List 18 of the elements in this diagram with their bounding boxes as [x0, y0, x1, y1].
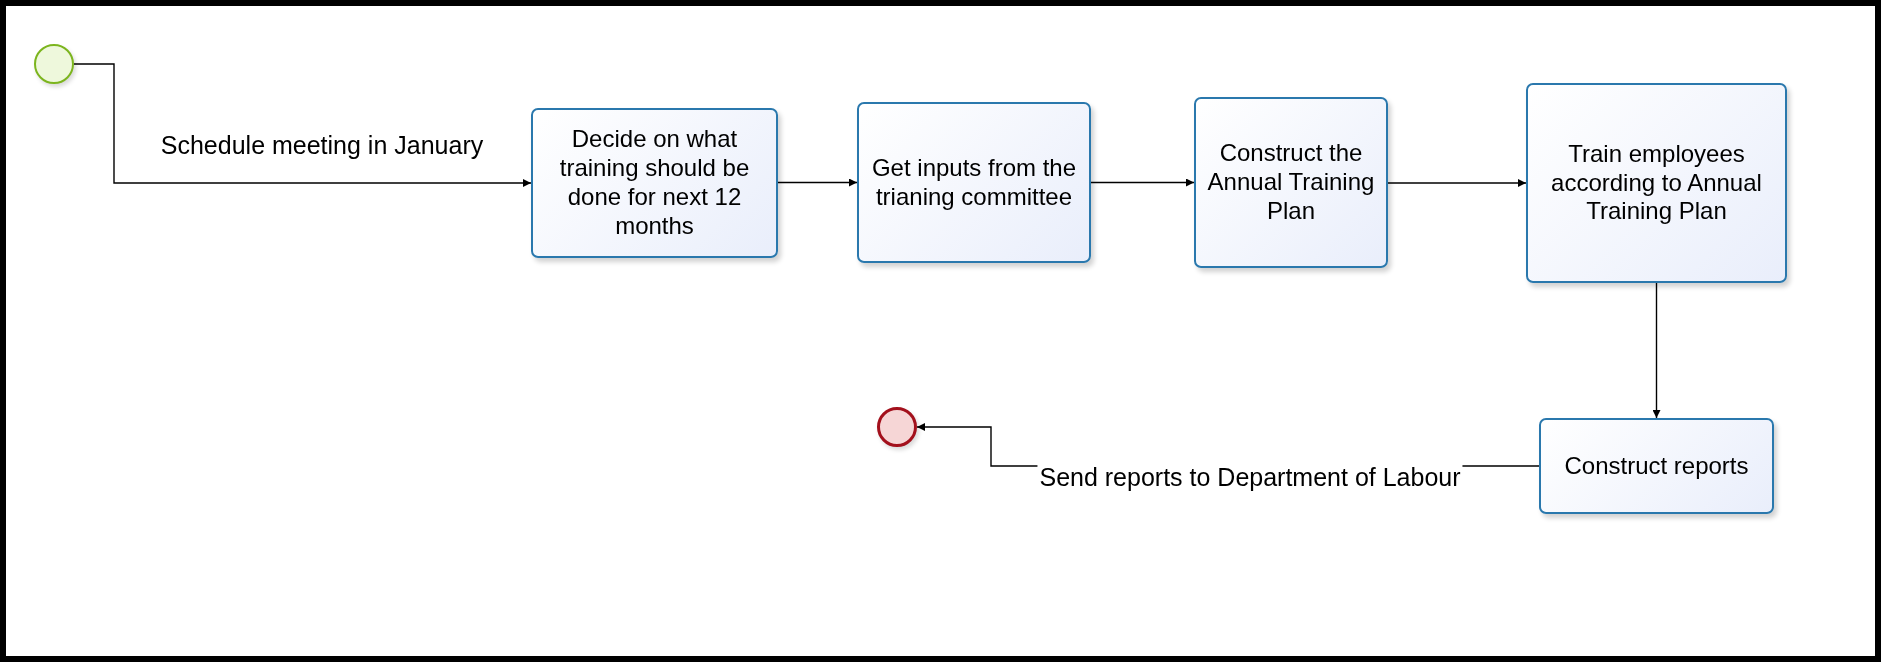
process-box [531, 108, 778, 258]
process-label: Decide on what training should be done for next 12 months [558, 125, 751, 241]
connector-arrow [777, 178, 858, 187]
process-label: Construct reports [1564, 451, 1749, 481]
connector-arrow [73, 63, 532, 187]
process-label: Construct the Annual Training Plan [1206, 139, 1376, 226]
process-box [1194, 97, 1388, 268]
connector-arrow [1090, 178, 1195, 187]
start-event-circle [34, 44, 74, 84]
process-box [1526, 83, 1787, 283]
connector-arrow [1387, 179, 1527, 187]
process-label: Train employees according to Annual Training Plan [1550, 139, 1763, 227]
end-event-circle [877, 407, 917, 447]
process-box [1539, 418, 1774, 514]
process-box [857, 102, 1091, 263]
process-label: Get inputs from the trianing committee [870, 153, 1078, 212]
connector-arrow [1652, 282, 1661, 419]
edge-label: Send reports to Department of Labour [1037, 463, 1463, 492]
